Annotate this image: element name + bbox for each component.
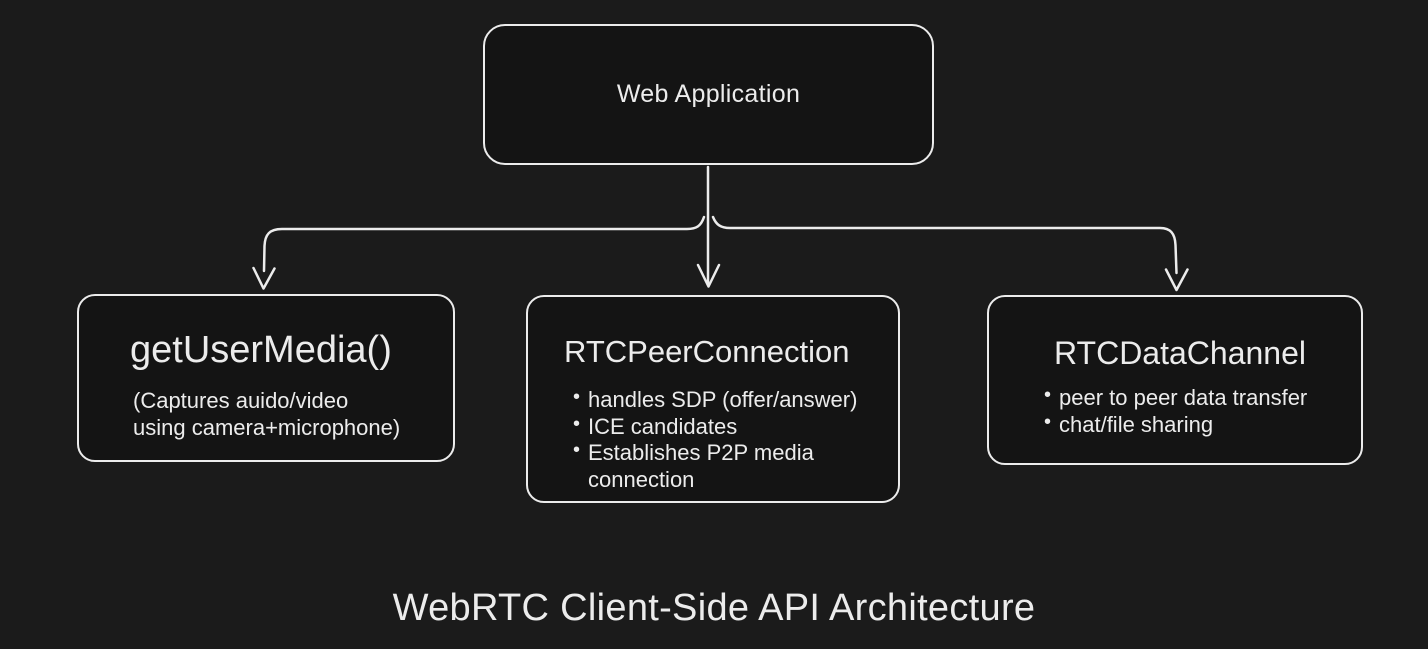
connector-web-to-rtcpeerconnection [696,165,721,288]
node-get-user-media-title: getUserMedia() [130,329,392,371]
bullet-icon: • [1044,384,1052,406]
node-web-application-title: Web Application [616,80,801,108]
bullet-label: ICE candidates [588,413,738,439]
connector-web-to-rtcdatachannel [711,215,1189,292]
node-rtc-data-channel: RTCDataChannel • peer to peer data trans… [987,295,1363,465]
node-get-user-media-description: (Captures auido/video using camera+micro… [133,388,400,441]
bullet-icon: • [573,386,581,408]
description-line: (Captures auido/video [133,388,349,413]
node-web-application: Web Application [483,24,934,165]
bullet-item: • handles SDP (offer/answer) [573,386,893,414]
bullet-item: • chat/file sharing [1044,410,1307,439]
description-line: using camera+microphone) [133,414,401,440]
bullet-icon: • [573,412,581,435]
node-rtc-peer-connection-bullets: • handles SDP (offer/answer) • ICE candi… [573,386,893,493]
node-rtc-data-channel-title: RTCDataChannel [1054,335,1306,371]
bullet-icon: • [573,439,581,461]
diagram-caption: WebRTC Client-Side API Architecture [392,587,1036,629]
bullet-label: handles SDP (offer/answer) [588,387,858,412]
bullet-label: chat/file sharing [1059,411,1214,437]
bullet-icon: • [1044,410,1052,433]
bullet-label: peer to peer data transfer [1059,385,1308,410]
bullet-item: • ICE candidates [573,412,893,441]
node-rtc-peer-connection: RTCPeerConnection • handles SDP (offer/a… [526,295,900,503]
connector-web-to-getusermedia [252,215,706,290]
bullet-item: • Establishes P2P media connection [573,439,893,493]
node-rtc-peer-connection-title: RTCPeerConnection [564,334,850,369]
bullet-item: • peer to peer data transfer [1044,384,1308,412]
node-rtc-data-channel-bullets: • peer to peer data transfer • chat/file… [1044,384,1308,439]
bullet-label: Establishes P2P media connection [588,440,814,492]
node-get-user-media: getUserMedia() (Captures auido/video usi… [77,294,455,462]
